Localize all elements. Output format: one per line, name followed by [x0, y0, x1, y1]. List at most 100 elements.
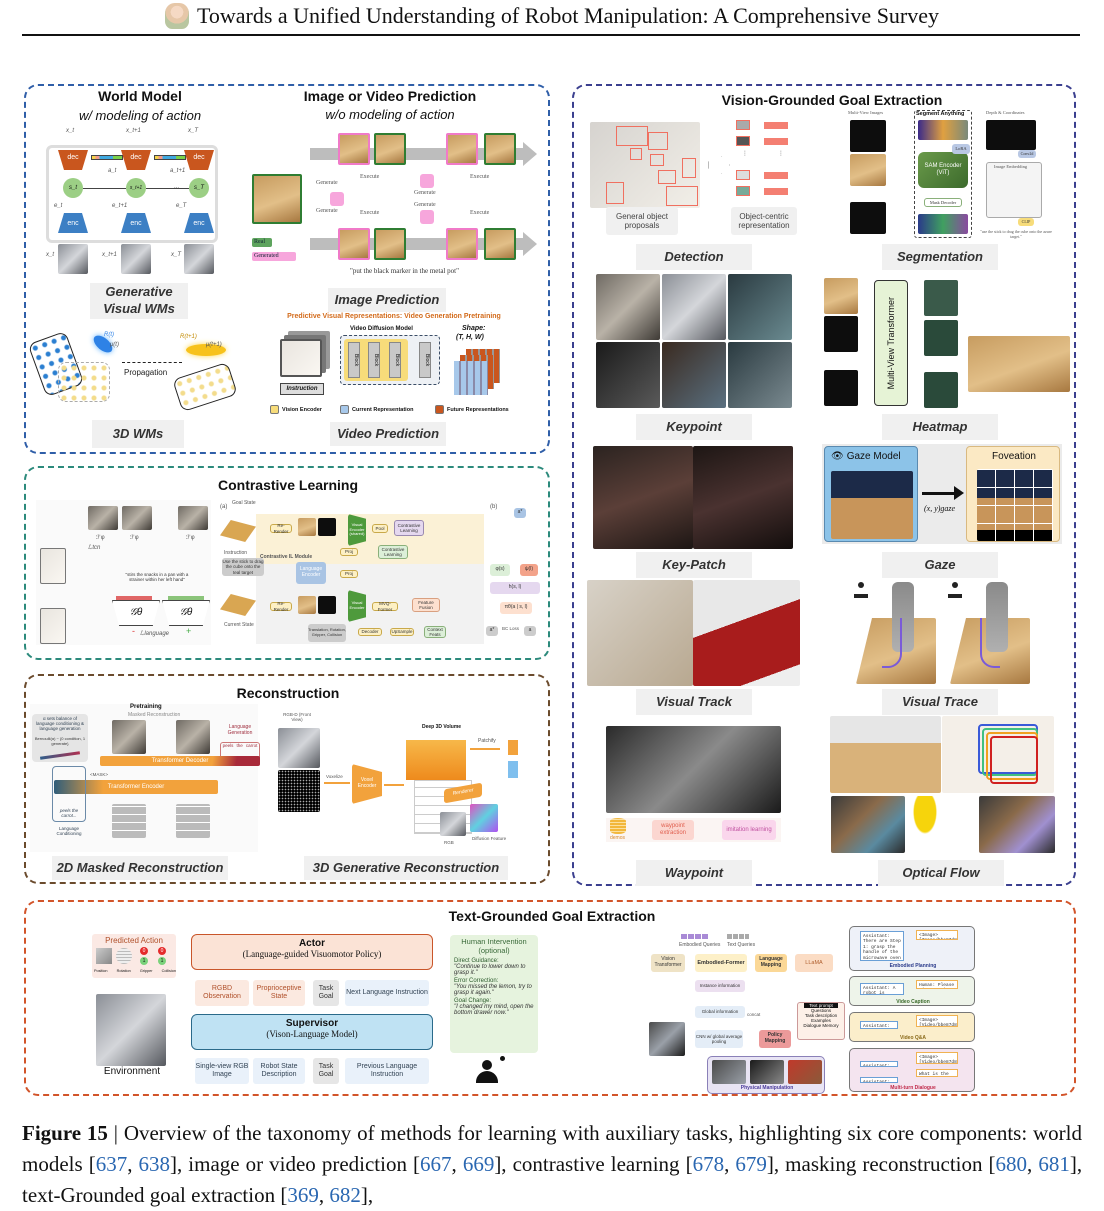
citation-link[interactable]: 682 [329, 1183, 361, 1207]
physical-manipulation-label: Physical Manipulation [740, 1085, 794, 1091]
sam-examples [918, 120, 968, 140]
joystick-icon [854, 582, 868, 598]
execute-label: Execute [360, 210, 380, 216]
patch-tokens [508, 740, 518, 778]
clip-badge: CLIP [1018, 218, 1034, 226]
generate-label: Generate [316, 208, 338, 214]
caption-generative-visual-wms: Generative Visual WMs [90, 283, 188, 319]
generate-label: Generate [414, 190, 436, 196]
citation-link[interactable]: 669 [462, 1152, 495, 1176]
module-label: Contrastive IL Module [260, 554, 313, 560]
citation-link[interactable]: 681 [1038, 1152, 1070, 1176]
wm-embedding-label: e_t+1 [112, 203, 128, 209]
task-name: Video Q&A [899, 1035, 927, 1041]
object-centric-label: Object-centric representation [731, 207, 797, 235]
text-grounded-panel [24, 900, 1076, 1096]
multi-view-label: Multi-View Images [848, 110, 884, 115]
reconstruction-panel [24, 674, 550, 884]
general-object-proposals-label: General object proposals [606, 207, 678, 235]
point-cloud-view [278, 770, 320, 812]
pool-box: Pool [372, 524, 388, 533]
citation-link[interactable]: 678 [692, 1152, 725, 1176]
citation-link[interactable]: 369 [287, 1183, 319, 1207]
keypoint-image [596, 274, 660, 340]
wm-enc-block: enc [121, 213, 151, 233]
video-prediction-diagram: Instruction Video Diffusion Model Block … [270, 325, 532, 420]
current-state-scene [220, 594, 256, 616]
image-video-prediction-title: Image or Video Prediction [303, 88, 477, 104]
image-prediction-diagram: Generate Generate Generate Generate Exec… [250, 130, 540, 282]
citation-link[interactable]: 679 [735, 1152, 767, 1176]
citation-link[interactable]: 638 [138, 1152, 171, 1176]
r-t1-label: R(t+1) [180, 334, 197, 340]
generated-frame [338, 133, 370, 165]
task-multi-turn-dialogue: Assistant: The button Assistant: Red <Im… [849, 1048, 975, 1092]
user-bubble: What is the color of the button? [916, 1069, 958, 1077]
wm-embedding-label: e_t [54, 203, 63, 209]
rendered-view [298, 518, 316, 536]
visual-track-image [587, 580, 693, 686]
ellipsis: ⋮ [742, 151, 748, 157]
propagation-label: Propagation [124, 368, 168, 377]
bc-loss-label: BC Loss [502, 626, 520, 631]
gaze-model-box: 👁 Gaze Model [824, 446, 918, 542]
robot-arm [892, 582, 914, 652]
generator-block: 𝒢θ [162, 600, 210, 626]
caption-optical-flow: Optical Flow [878, 860, 1004, 886]
human-intervention-box: Human Intervention (optional) Direct Gui… [450, 935, 538, 1053]
instruction-label: Instruction [224, 550, 248, 556]
positive-tokens [168, 596, 204, 600]
header-title: Towards a Unified Understanding of Robot… [196, 3, 940, 28]
proposal-box [682, 158, 696, 178]
legend-future-representations: Future Representations [435, 405, 509, 414]
optical-flow-frame [979, 796, 1055, 853]
proposal-box [650, 154, 664, 166]
head [482, 1060, 492, 1070]
optical-flow-trajectories [942, 716, 1054, 793]
citation-link[interactable]: 637 [95, 1152, 128, 1176]
wm-input-frame [184, 244, 214, 274]
generate-label: Generate [414, 202, 436, 208]
physical-manipulation-box: Physical Manipulation [707, 1056, 825, 1094]
task-name: Multi-turn Dialogue [890, 1085, 936, 1091]
contrastive-il-module [256, 514, 484, 564]
block: Block [419, 342, 431, 378]
outputs-box: Translation, Rotation, Gripper, Collisio… [308, 624, 346, 642]
policy-mapping-box: Policy Mapping [759, 1030, 791, 1048]
visual-trace-images [852, 578, 1056, 684]
global-info-box: Global information [695, 1006, 745, 1018]
wm-dec-block: dec [121, 150, 151, 170]
keypoint-image [662, 274, 726, 340]
gaze-arrowhead [954, 486, 964, 500]
optical-flow-frame [831, 796, 905, 853]
quote-text: "stirs the snacks in a pan with a strain… [125, 572, 189, 582]
real-frame [484, 228, 516, 260]
citation-link[interactable]: 667 [420, 1152, 452, 1176]
generator-icon [420, 210, 434, 224]
rendered-depth [318, 518, 336, 536]
demos-label: demos [610, 835, 626, 841]
caption-waypoint: Waypoint [636, 860, 752, 886]
waypoint-extraction-box: waypoint extraction [652, 820, 694, 840]
object-slot [764, 172, 788, 179]
waypoint-pipeline: demos waypoint extraction imitation lear… [606, 818, 781, 842]
detection-scene [590, 122, 700, 208]
video-frame [178, 506, 208, 530]
pretraining-label: Pretraining [130, 704, 162, 710]
execute-label: Execute [470, 174, 490, 180]
gripper-value-0: 0 [140, 947, 148, 955]
multi-view-image [850, 202, 886, 234]
gripper-ghost [58, 362, 110, 402]
assistant-bubble: Assistant: Red [860, 1077, 898, 1083]
video-frame [88, 506, 118, 530]
citation-link[interactable]: 680 [995, 1152, 1028, 1176]
gaze-scene [831, 471, 913, 539]
reconstruction-title: Reconstruction [236, 685, 340, 701]
world-model-subtitle: w/ modeling of action [78, 108, 202, 123]
instruction-box: Use the stick to drag the cube onto the … [222, 558, 264, 576]
gripper-after [172, 361, 238, 413]
masked-recon-label: Masked Reconstruction [128, 712, 181, 718]
concat-label: concat [747, 1012, 761, 1017]
demos-icon [610, 818, 626, 834]
diffusion-feature-render [470, 804, 498, 832]
